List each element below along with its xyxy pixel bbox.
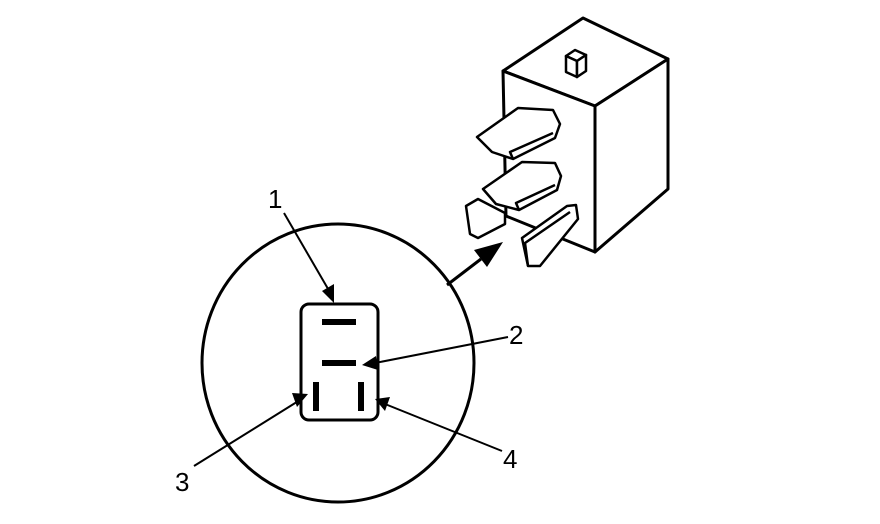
- arrowhead-4: [375, 397, 390, 411]
- callout-2: 2: [509, 320, 523, 350]
- leader-line-1: [283, 212, 332, 295]
- pin-slot-3: [313, 382, 319, 411]
- pin-slot-2: [322, 360, 356, 366]
- leader-arrowheads: [292, 284, 390, 411]
- leader-lines: [193, 212, 509, 467]
- terminal-blade-upper: [475, 106, 562, 161]
- callout-4: 4: [503, 444, 517, 474]
- leader-line-4: [384, 403, 503, 452]
- pin-slot-4: [358, 382, 364, 411]
- pointer-arrow: [446, 242, 503, 287]
- relay-terminals: [464, 106, 580, 268]
- callout-3: 3: [175, 467, 189, 497]
- pin-slots: [313, 319, 364, 411]
- magnifier-circle: [200, 222, 476, 504]
- callout-1: 1: [268, 184, 282, 214]
- arrowhead-2: [362, 356, 378, 370]
- leader-line-3: [193, 399, 301, 467]
- pin-slot-1: [322, 319, 356, 325]
- leader-line-2: [374, 336, 509, 364]
- relay-knob: [564, 48, 588, 79]
- arrowhead-1: [322, 284, 334, 303]
- terminal-blade-left: [464, 197, 507, 240]
- arrowhead-3: [292, 393, 308, 407]
- terminal-blade-middle: [481, 160, 563, 212]
